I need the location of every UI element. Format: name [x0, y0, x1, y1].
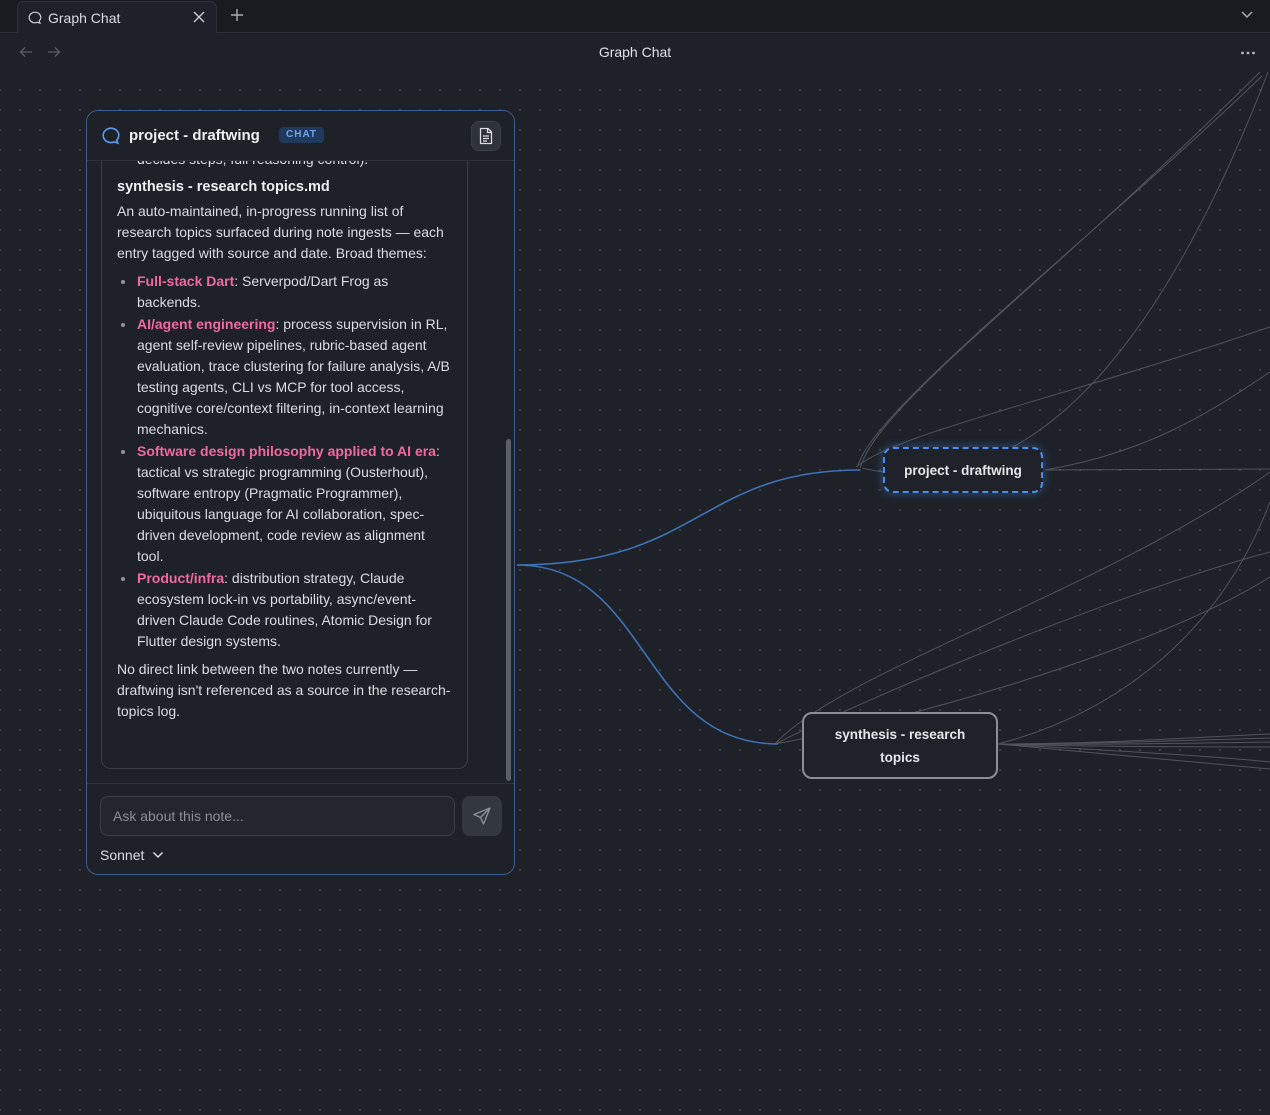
message-paragraph: No direct link between the two notes cur…: [117, 661, 451, 719]
note-heading: synthesis - research topics.md: [117, 179, 330, 195]
chat-card[interactable]: project - draftwing CHAT · decides steps…: [86, 110, 515, 875]
list-item: Full-stack Dart: Serverpod/Dart Frog as …: [117, 271, 453, 313]
graph-edge: [774, 471, 1270, 745]
topic-text: : process supervision in RL, agent self-…: [137, 316, 450, 437]
send-button[interactable]: [462, 796, 502, 836]
topic-term: Product/infra: [137, 570, 225, 586]
graph-edge: [997, 501, 1270, 745]
graph-edges: [516, 72, 1270, 770]
graph-edge: [861, 72, 1269, 475]
topic-term: Full-stack Dart: [137, 273, 235, 289]
model-name: Sonnet: [100, 847, 145, 863]
tab-label: Graph Chat: [48, 9, 121, 26]
view-header: Graph Chat: [0, 34, 1270, 72]
node-label: synthesis - research topics: [834, 726, 966, 765]
assistant-message: · decides steps, full reasoning control)…: [101, 161, 468, 769]
list-item: AI/agent engineering: process supervisio…: [117, 314, 453, 440]
message-paragraph: An auto-maintained, in-progress running …: [117, 203, 444, 261]
message-text: decides steps, full reasoning control).: [137, 161, 453, 170]
chat-bubble-icon: [28, 11, 42, 24]
chevron-down-icon[interactable]: [1240, 9, 1254, 21]
topic-text: : tactical vs strategic programming (Ous…: [137, 443, 440, 564]
more-options-icon[interactable]: [1240, 50, 1256, 56]
topic-text: : Serverpod/Dart Frog as backends.: [137, 273, 389, 310]
chat-composer: Sonnet: [87, 784, 514, 874]
messages-scrollbar[interactable]: [506, 439, 511, 781]
chat-type-badge: CHAT: [279, 127, 325, 143]
close-icon[interactable]: [192, 10, 206, 24]
graph-edge: [855, 326, 1270, 468]
topics-list: Full-stack Dart: Serverpod/Dart Frog as …: [117, 271, 453, 652]
send-icon: [473, 807, 491, 825]
chat-card-header: project - draftwing CHAT: [87, 111, 514, 161]
topic-term: AI/agent engineering: [137, 316, 276, 332]
graph-edge: [997, 743, 1270, 763]
chat-card-title: project - draftwing: [129, 127, 260, 144]
tab-bar: Graph Chat: [0, 0, 1270, 33]
tab-graph-chat[interactable]: Graph Chat: [17, 1, 217, 33]
arrow-right-icon[interactable]: [47, 45, 61, 59]
graph-edge: [859, 72, 1261, 469]
graph-edge: [997, 743, 1270, 770]
plus-icon[interactable]: [229, 7, 245, 23]
graph-edge: [857, 75, 1263, 467]
graph-edge: [1044, 468, 1270, 471]
list-item: Software design philosophy applied to AI…: [117, 441, 453, 567]
arrow-left-icon[interactable]: [19, 45, 33, 59]
topic-term: Software design philosophy applied to AI…: [137, 443, 436, 459]
view-title: Graph Chat: [598, 44, 672, 60]
graph-node-project-draftwing[interactable]: project - draftwing: [883, 447, 1043, 493]
graph-edge: [1044, 371, 1270, 471]
chevron-down-icon: [153, 851, 164, 859]
ask-input[interactable]: [100, 796, 455, 836]
graph-edge: [997, 741, 1270, 745]
open-note-button[interactable]: [471, 121, 501, 151]
model-selector[interactable]: Sonnet: [100, 847, 164, 863]
graph-edge: [997, 743, 1270, 748]
chat-bubble-icon: [102, 127, 120, 145]
document-icon: [479, 127, 493, 145]
topic-text: : distribution strategy, Claude ecosyste…: [137, 570, 432, 649]
chat-edge-draftwing: [516, 469, 861, 566]
node-label: project - draftwing: [904, 462, 1022, 478]
chat-edge-synthesis: [516, 564, 779, 745]
list-item: Product/infra: distribution strategy, Cl…: [117, 568, 453, 652]
chat-messages[interactable]: · decides steps, full reasoning control)…: [87, 161, 514, 784]
graph-node-synthesis-research-topics[interactable]: synthesis - research topics: [802, 712, 998, 779]
